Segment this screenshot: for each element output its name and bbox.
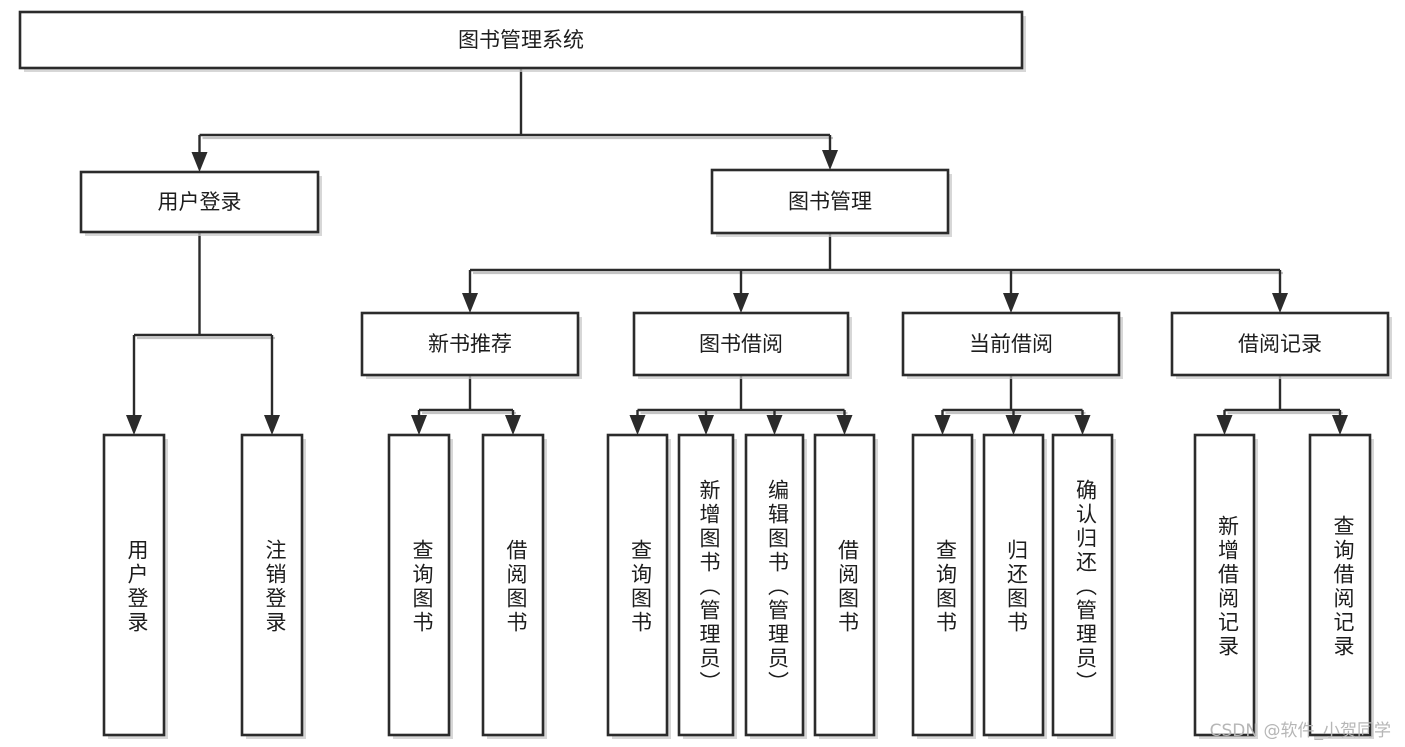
node-confirm-return-admin[interactable]: [1051, 433, 1114, 737]
arrow-head-icon: [191, 152, 208, 172]
node-add-book-admin[interactable]: [677, 433, 735, 737]
node-borrow-book-1[interactable]: [481, 433, 545, 737]
node-borrow-records-label: 借阅记录: [1238, 332, 1322, 356]
arrow-head-icon: [698, 415, 714, 435]
arrow-head-icon: [411, 415, 427, 435]
node-new-book-recommend[interactable]: [360, 311, 580, 377]
arrow-head-icon: [822, 150, 838, 170]
node-current-borrow[interactable]: [901, 311, 1121, 377]
node-borrow-records[interactable]: [1170, 311, 1390, 377]
arrow-head-icon: [1332, 415, 1348, 435]
node-edit-book-admin[interactable]: [744, 433, 805, 737]
node-borrow-book-2[interactable]: [813, 433, 876, 737]
node-user-login-label: 用户登录: [158, 190, 242, 214]
node-query-borrow-record[interactable]: [1308, 433, 1372, 737]
node-root-label: 图书管理系统: [458, 28, 584, 52]
node-add-borrow-record[interactable]: [1193, 433, 1256, 737]
arrow-head-icon: [1272, 293, 1288, 313]
node-user-login[interactable]: [79, 170, 320, 234]
arrow-head-icon: [733, 293, 749, 313]
node-query-book-3[interactable]: [911, 433, 974, 737]
boxes-layer: [18, 10, 1392, 739]
arrow-head-icon: [836, 415, 853, 435]
arrow-head-icon: [505, 415, 521, 435]
arrow-head-icon: [126, 415, 142, 435]
arrow-head-icon: [934, 415, 951, 435]
arrow-head-icon: [766, 415, 783, 435]
node-new-book-recommend-label: 新书推荐: [428, 332, 512, 356]
arrow-head-icon: [1005, 415, 1022, 435]
node-book-management[interactable]: [710, 168, 950, 235]
arrow-head-icon: [629, 415, 646, 435]
node-return-book[interactable]: [982, 433, 1045, 737]
node-user-logout[interactable]: [240, 433, 304, 737]
connectors-layer: [126, 68, 1348, 435]
node-user-login-do[interactable]: [102, 433, 166, 737]
watermark-text: CSDN @软件_小贺同学: [1209, 721, 1391, 741]
node-query-book-2[interactable]: [606, 433, 669, 737]
node-current-borrow-label: 当前借阅: [969, 332, 1053, 356]
node-query-book-1[interactable]: [387, 433, 451, 737]
arrow-head-icon: [1216, 415, 1233, 435]
node-root[interactable]: [18, 10, 1024, 70]
node-book-management-label: 图书管理: [788, 190, 872, 214]
arrow-head-icon: [1003, 293, 1019, 313]
node-book-borrow-label: 图书借阅: [699, 332, 783, 356]
node-book-borrow[interactable]: [632, 311, 850, 377]
arrow-head-icon: [462, 293, 478, 313]
arrow-head-icon: [1074, 415, 1091, 435]
arrow-head-icon: [264, 415, 280, 435]
